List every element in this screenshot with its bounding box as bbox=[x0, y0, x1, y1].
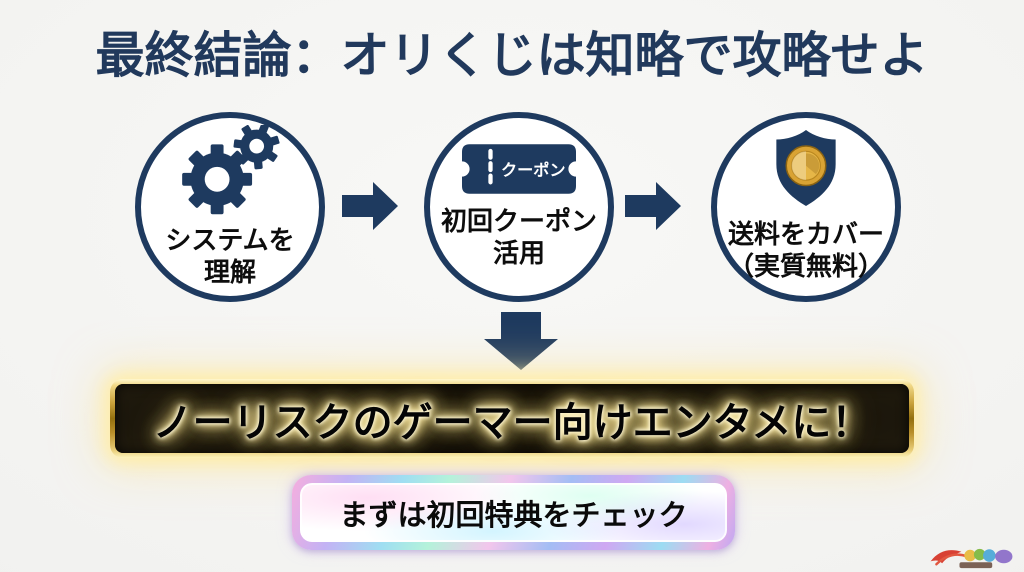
step-label-shipping: 送料をカバー （実質無料） bbox=[727, 219, 884, 281]
step-circle-coupon: クーポン 初回クーポン 活用 bbox=[424, 112, 614, 302]
cta-button[interactable]: まずは初回特典をチェック bbox=[292, 475, 735, 550]
step-label-coupon: 初回クーポン 活用 bbox=[440, 206, 597, 268]
watermark-logo bbox=[930, 548, 1013, 569]
page-title: 最終結論：オリくじは知略で攻略せよ bbox=[95, 29, 929, 83]
step-label-system: システムを 理解 bbox=[165, 225, 295, 287]
step-circle-shipping: 送料をカバー （実質無料） bbox=[711, 112, 901, 302]
step-circle-system: システムを 理解 bbox=[135, 112, 325, 302]
conclusion-banner: ノーリスクのゲーマー向けエンタメに！ bbox=[110, 379, 914, 458]
svg-text:クーポン: クーポン bbox=[501, 161, 566, 180]
arrow-down-icon bbox=[484, 312, 558, 370]
coupon-ticket-icon: クーポン bbox=[462, 144, 576, 194]
shield-coin-icon bbox=[768, 125, 844, 211]
cta-label: まずは初回特典をチェック bbox=[339, 499, 688, 532]
arrow-right-icon bbox=[625, 182, 681, 230]
conclusion-text: ノーリスクのゲーマー向けエンタメに！ bbox=[152, 400, 872, 445]
gears-icon bbox=[174, 125, 286, 217]
arrow-right-icon bbox=[342, 182, 398, 230]
cta-button-inner: まずは初回特典をチェック bbox=[300, 483, 727, 542]
conclusion-banner-inner: ノーリスクのゲーマー向けエンタメに！ bbox=[115, 384, 909, 453]
